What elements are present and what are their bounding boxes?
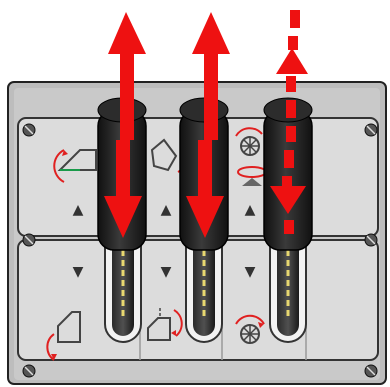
boom-tilt-down-icon bbox=[46, 311, 81, 361]
direction-down-mark: ▼ bbox=[73, 264, 84, 280]
up-arrow-icon bbox=[192, 12, 230, 140]
direction-down-mark: ▼ bbox=[161, 264, 172, 280]
screw-icon bbox=[364, 364, 378, 378]
direction-down-mark: ▼ bbox=[245, 264, 256, 280]
rotation-icon bbox=[235, 127, 267, 186]
dashed-down-arrow-icon bbox=[270, 150, 306, 234]
screw-icon bbox=[364, 123, 378, 137]
screw-icon bbox=[22, 364, 36, 378]
direction-up-mark: ▲ bbox=[245, 202, 256, 218]
screws bbox=[22, 123, 378, 378]
screw-icon bbox=[22, 123, 36, 137]
screw-icon bbox=[364, 233, 378, 247]
boom-tilt-up-icon bbox=[53, 149, 97, 183]
rotation-icon bbox=[235, 314, 265, 344]
direction-up-mark: ▲ bbox=[73, 202, 84, 218]
down-arrow-icon bbox=[104, 140, 142, 238]
screw-icon bbox=[22, 233, 36, 247]
direction-marks: ▲ ▲ ▲ ▼ ▼ ▼ bbox=[73, 202, 256, 280]
down-arrow-icon bbox=[186, 140, 224, 238]
hydraulic-motion-icon bbox=[147, 308, 183, 341]
motion-arrows bbox=[104, 10, 308, 238]
up-arrow-icon bbox=[108, 12, 146, 140]
direction-up-mark: ▲ bbox=[161, 202, 172, 218]
dashed-up-arrow-icon bbox=[276, 10, 308, 142]
